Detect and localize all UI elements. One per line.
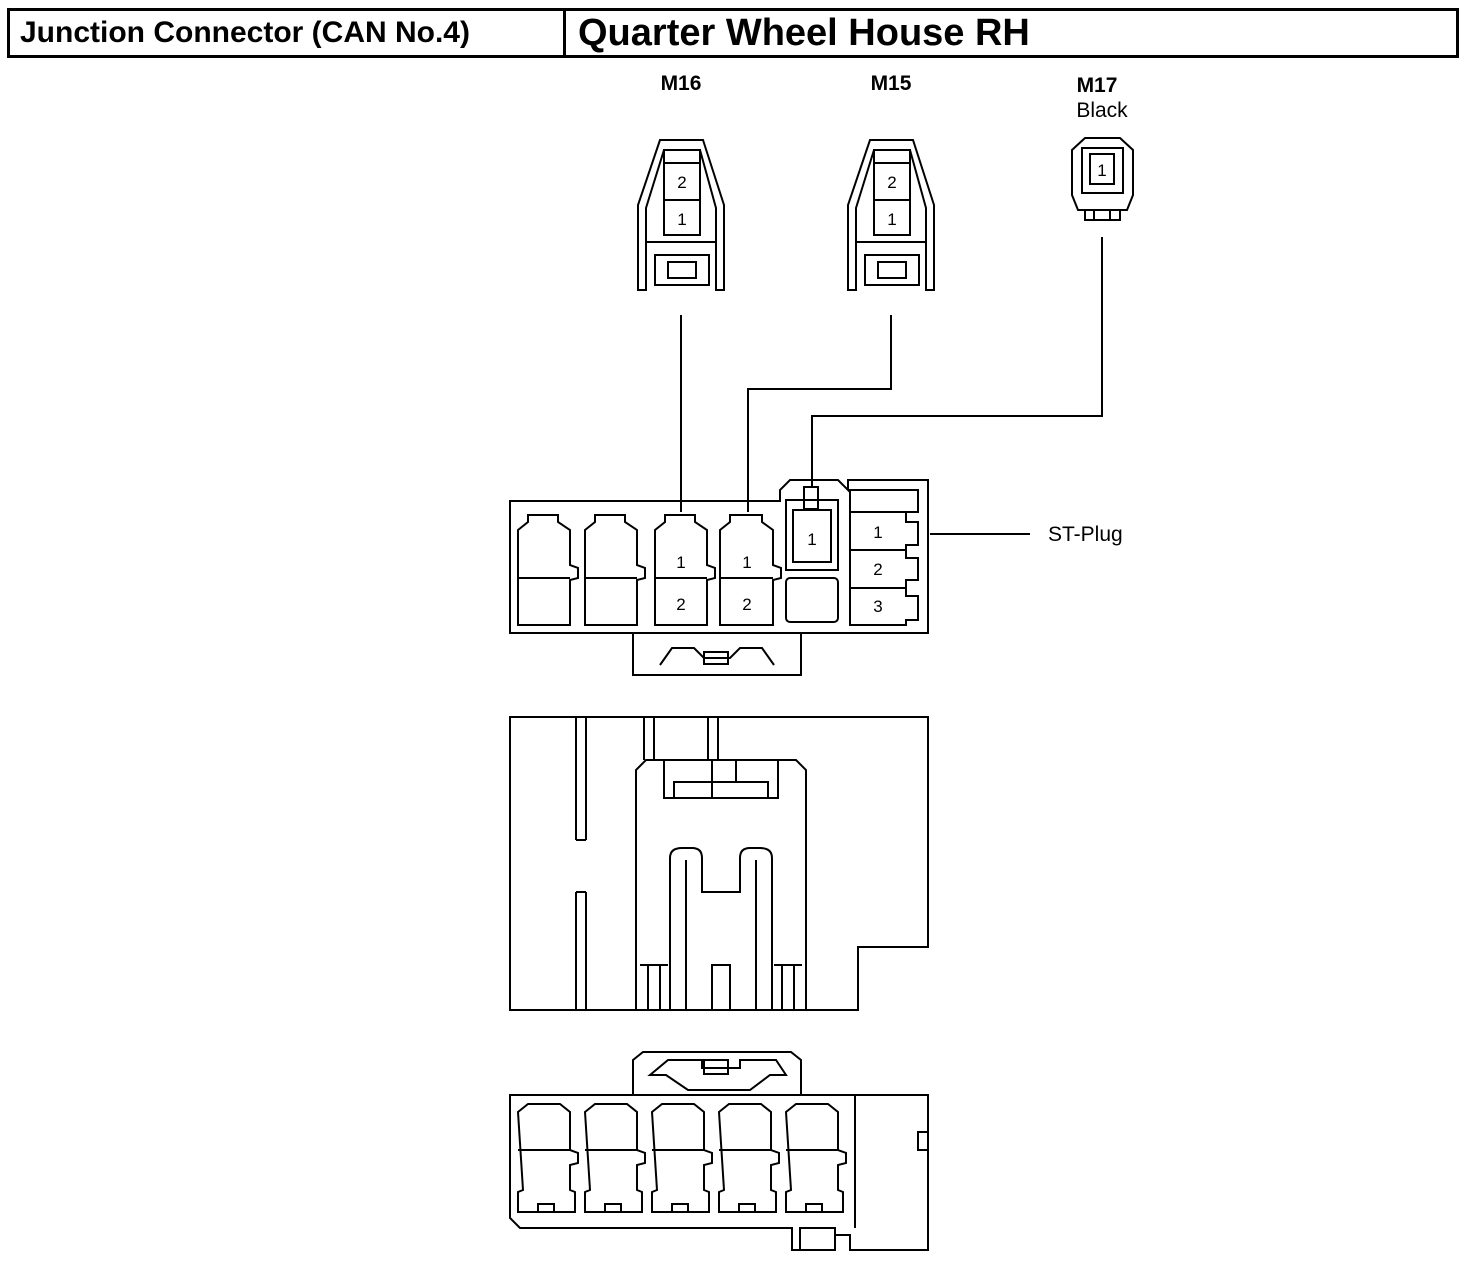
m17-connector: 1: [1071, 137, 1134, 221]
junction-rear-view: [509, 1051, 929, 1251]
m16-pin-1: 1: [677, 210, 686, 229]
m16-pin-2: 2: [677, 173, 686, 192]
location-title: Quarter Wheel House RH: [578, 11, 1030, 54]
cavity-b-pin-1: 1: [742, 553, 751, 572]
cavity-a-pin-2: 2: [676, 595, 685, 614]
wires: [680, 237, 1103, 535]
cavity-b-pin-2: 2: [742, 595, 751, 614]
m17-label: M17: [1077, 74, 1118, 97]
junction-front-view: 1 2 1 2 1 1 2 3: [509, 479, 929, 676]
st-plug-pin-3: 3: [873, 597, 882, 616]
m16-connector: 2 1: [637, 139, 725, 291]
m16-label: M16: [661, 72, 702, 95]
component-title: Junction Connector (CAN No.4): [10, 11, 566, 55]
m17-color: Black: [1076, 99, 1128, 122]
m15-pin-1: 1: [887, 210, 896, 229]
st-plug-pin-1: 1: [873, 523, 882, 542]
m15-label: M15: [871, 72, 912, 95]
st-plug-label: ST-Plug: [1048, 523, 1123, 546]
junction-side-view: [509, 716, 929, 1011]
wire-m17: [811, 237, 1103, 487]
header-table: Junction Connector (CAN No.4) Quarter Wh…: [7, 8, 1459, 58]
st-plug-pin-2: 2: [873, 560, 882, 579]
wire-m15: [747, 315, 892, 512]
cavity-c-pin-1: 1: [807, 530, 816, 549]
cavity-a-pin-1: 1: [676, 553, 685, 572]
m17-pin-1: 1: [1097, 161, 1106, 180]
m15-pin-2: 2: [887, 173, 896, 192]
m15-connector: 2 1: [847, 139, 935, 291]
